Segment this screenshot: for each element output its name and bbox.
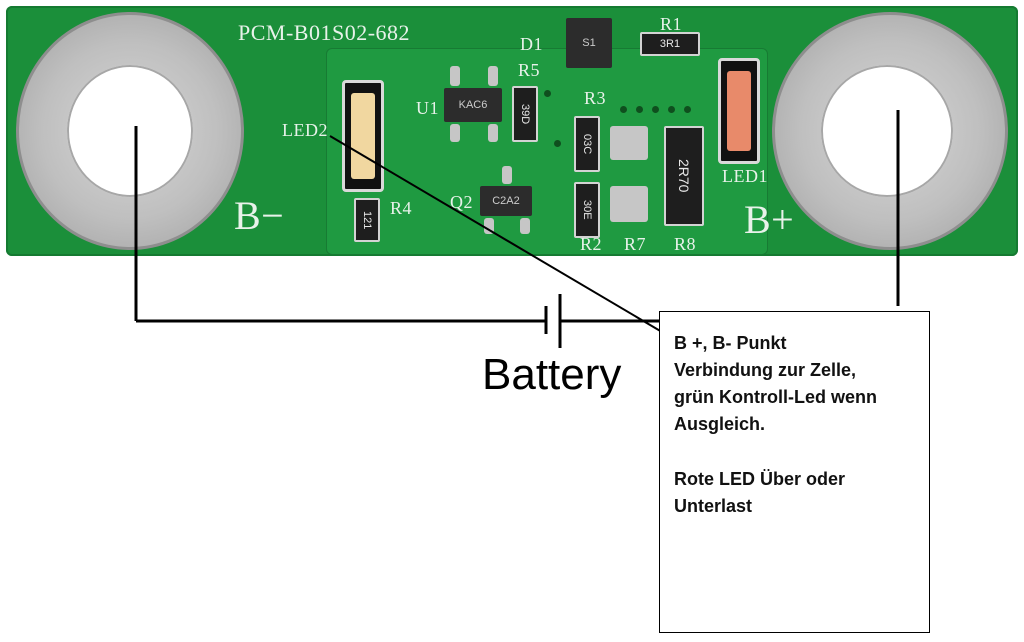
r7-pad-top — [610, 126, 648, 160]
q2-pin-1 — [502, 166, 512, 184]
b-minus-hole — [67, 65, 193, 197]
via-3 — [620, 106, 627, 113]
r2-resistor: 30E — [574, 182, 600, 238]
u1-pin-4 — [488, 124, 498, 142]
note-line-7: Unterlast — [674, 496, 753, 516]
label-d1: D1 — [520, 34, 543, 54]
u1-chip: KAC6 — [444, 88, 502, 122]
note-line-6: Rote LED Über oder — [674, 469, 846, 489]
u1-pin-2 — [488, 66, 498, 86]
r5-resistor: 39D — [512, 86, 538, 142]
via-2 — [554, 140, 561, 147]
label-led1: LED1 — [722, 166, 768, 186]
label-b-minus: B− — [234, 193, 285, 238]
label-r1: R1 — [660, 14, 683, 34]
d1-diode: S1 — [566, 18, 612, 68]
note-line-1: B +, B- Punkt — [674, 333, 787, 353]
led2-lens — [351, 93, 375, 179]
q2-transistor: C2A2 — [480, 186, 532, 216]
r4-marking: 121 — [361, 210, 373, 230]
r8-marking: 2R70 — [676, 159, 692, 193]
label-r3: R3 — [584, 88, 607, 108]
via-1 — [544, 90, 551, 97]
note-spacer — [674, 438, 915, 466]
r3-marking: 03C — [581, 133, 593, 155]
r5-marking: 39D — [519, 103, 531, 125]
b-plus-hole — [821, 65, 953, 197]
via-4 — [636, 106, 643, 113]
label-r7: R7 — [624, 234, 647, 254]
u1-pin-3 — [450, 124, 460, 142]
via-7 — [684, 106, 691, 113]
label-r8: R8 — [674, 234, 697, 254]
label-led2: LED2 — [282, 120, 328, 140]
q2-pin-2 — [484, 218, 494, 234]
u1-pin-1 — [450, 66, 460, 86]
pcb-board: PCM-B01S02-682 B− B+ LED2 LED1 U1 Q2 D1 … — [6, 6, 1018, 256]
led1-lens — [727, 71, 751, 151]
d1-marking: S1 — [582, 37, 596, 49]
label-r2: R2 — [580, 234, 603, 254]
via-6 — [668, 106, 675, 113]
note-line-3: grün Kontroll-Led wenn — [674, 387, 877, 407]
part-number: PCM-B01S02-682 — [238, 20, 411, 45]
r2-marking: 30E — [581, 200, 593, 220]
led1-component — [718, 58, 760, 164]
r7-pad-bottom — [610, 186, 648, 222]
q2-pin-3 — [520, 218, 530, 234]
b-plus-pad — [772, 12, 1008, 250]
note-box: B +, B- Punkt Verbindung zur Zelle, grün… — [659, 311, 930, 633]
r1-marking: 3R1 — [659, 38, 681, 50]
led2-component — [342, 80, 384, 192]
pointer-line — [329, 135, 663, 333]
q2-marking: C2A2 — [492, 195, 520, 207]
b-minus-pad — [16, 12, 244, 250]
label-q2: Q2 — [450, 192, 473, 212]
label-r4: R4 — [390, 198, 413, 218]
u1-marking: KAC6 — [458, 99, 488, 111]
battery-label: Battery — [482, 350, 622, 399]
label-u1: U1 — [416, 98, 439, 118]
r8-resistor: 2R70 — [664, 126, 704, 226]
note-line-2: Verbindung zur Zelle, — [674, 360, 857, 380]
label-b-plus: B+ — [744, 197, 795, 242]
label-r5: R5 — [518, 60, 541, 80]
note-line-4: Ausgleich. — [674, 414, 766, 434]
r3-resistor: 03C — [574, 116, 600, 172]
r4-resistor: 121 — [354, 198, 380, 242]
via-5 — [652, 106, 659, 113]
r1-resistor: 3R1 — [640, 32, 700, 56]
